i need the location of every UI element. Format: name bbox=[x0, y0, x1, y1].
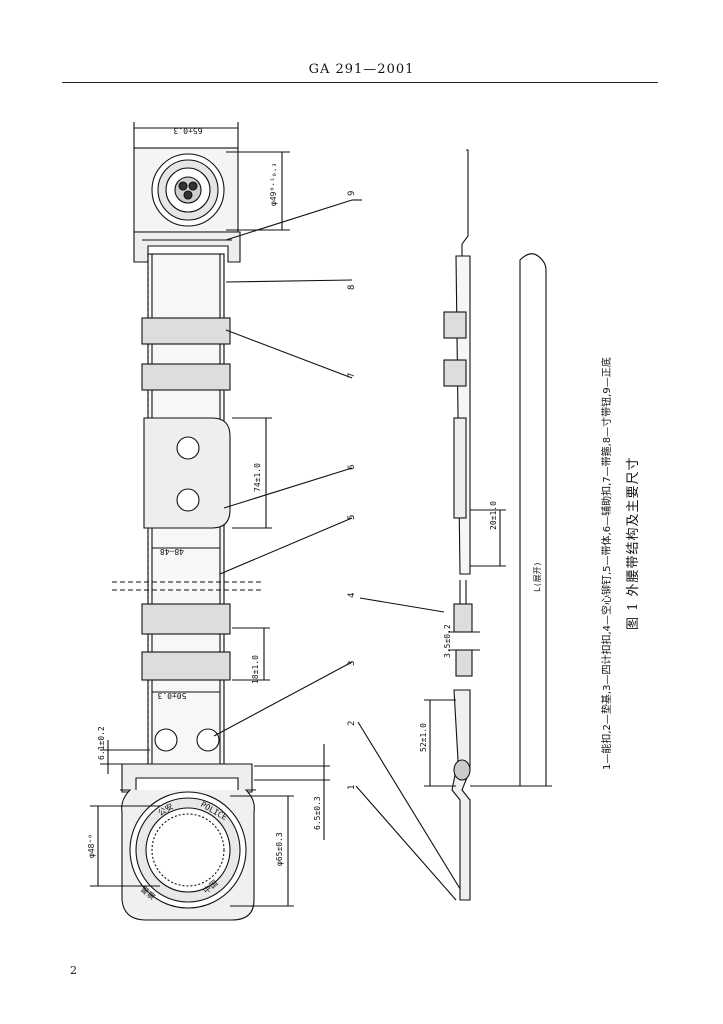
dim-width-65: 65±0.3 bbox=[133, 122, 239, 150]
dim-label-3-5: 3.5±0.2 bbox=[443, 624, 452, 658]
dim-label-50: 50±0.3 bbox=[157, 691, 186, 700]
figure-title: 图 1 外腰带结构及主要尺寸 bbox=[626, 456, 641, 630]
dim-label-phi65: φ65±0.3 bbox=[275, 832, 284, 866]
dim-length-L: L(展开) bbox=[470, 253, 552, 787]
leader-lines bbox=[213, 199, 463, 901]
dim-phi48: φ48⁺⁰ bbox=[87, 805, 160, 887]
auxiliary-buckle bbox=[143, 417, 231, 529]
dim-48-48: 48—48 bbox=[152, 547, 220, 556]
side-view bbox=[443, 149, 473, 901]
dim-label-74: 74±1.0 bbox=[253, 463, 262, 492]
dim-20: 20±1.0 bbox=[470, 501, 506, 567]
top-buckle bbox=[133, 147, 241, 263]
dim-phi65: φ65±0.3 bbox=[230, 795, 294, 907]
adjust-hole-1 bbox=[154, 728, 178, 752]
part-number-7: 7 bbox=[347, 373, 357, 378]
dim-label-L: L(展开) bbox=[533, 562, 542, 592]
main-buckle bbox=[120, 763, 256, 921]
dim-label-20: 20±1.0 bbox=[489, 501, 498, 530]
part-number-1: 1 bbox=[347, 785, 357, 790]
page-number: 2 bbox=[70, 964, 77, 977]
belt-loop-3 bbox=[141, 603, 231, 635]
figure-caption: 1—能扣,2—垫基,3—四计扣扣,4—空心铆钉,5—带体,6—辅助扣,7—带箍,… bbox=[602, 357, 613, 770]
belt-loop-2 bbox=[141, 363, 231, 391]
dim-label-6-5: 6.5±0.3 bbox=[313, 796, 322, 830]
dim-label-52: 52±1.0 bbox=[419, 723, 428, 752]
part-number-3: 3 bbox=[347, 661, 357, 666]
page-header-title: GA 291—2001 bbox=[308, 62, 415, 77]
dim-3-5: 3.5±0.2 bbox=[443, 624, 480, 658]
dim-label-phi48: φ48⁺⁰ bbox=[87, 834, 96, 858]
dim-label-phi49: φ49⁰·¹₀.₃ bbox=[269, 163, 278, 206]
dim-label-65: 65±0.3 bbox=[173, 126, 202, 135]
adjust-hole-2 bbox=[196, 728, 220, 752]
dim-label-18: 18±1.0 bbox=[251, 655, 260, 684]
part-number-6: 6 bbox=[347, 465, 357, 470]
part-number-5: 5 bbox=[347, 515, 357, 520]
dim-label-48-48: 48—48 bbox=[160, 547, 184, 556]
header-rule bbox=[62, 82, 658, 83]
dim-50: 50±0.3 bbox=[152, 691, 220, 700]
belt-loop-1 bbox=[141, 317, 231, 345]
belt-loop-4 bbox=[141, 651, 231, 681]
part-number-2: 2 bbox=[347, 721, 357, 726]
dim-18: 18±1.0 bbox=[232, 627, 270, 684]
break-lines bbox=[112, 581, 262, 591]
part-number-9: 9 bbox=[347, 191, 357, 196]
dim-label-6-1: 6.1±0.2 bbox=[97, 726, 106, 760]
dim-6-5: 6.5±0.3 bbox=[254, 744, 330, 840]
part-number-4: 4 bbox=[347, 593, 357, 598]
dim-52: 52±1.0 bbox=[419, 699, 456, 787]
dim-74: 74±1.0 bbox=[232, 417, 272, 529]
part-number-8: 8 bbox=[347, 285, 357, 290]
